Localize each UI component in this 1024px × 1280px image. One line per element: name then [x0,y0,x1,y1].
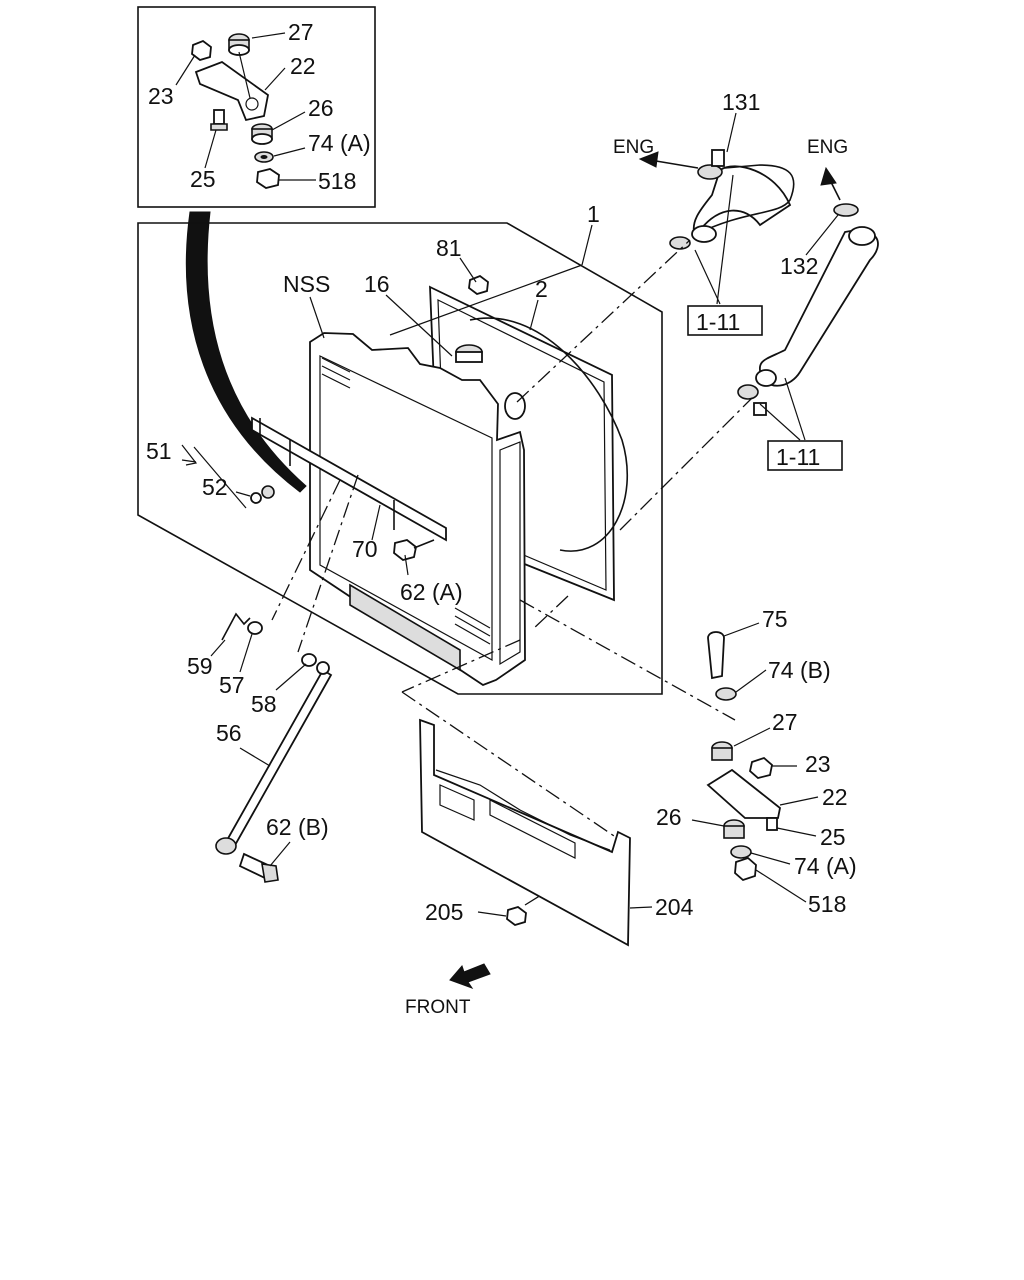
radiator-side-tank [499,441,521,666]
inset-frame [137,6,376,208]
callout-62b: 62 (B) [266,814,329,840]
clamp-lower-lower [737,384,759,400]
callout-23-inset: 23 [148,83,174,109]
nut-23-inset [191,39,212,61]
upper-hose [692,165,792,238]
callout-518-inset: 518 [318,168,356,194]
radiator-bottom-fins [349,583,461,672]
ref-box-upper-label: 1-11 [696,309,740,335]
washer-74b [715,687,737,701]
upper-hose-end [691,225,717,243]
nut-518-inset [256,168,280,189]
callout-74a-inset: 74 (A) [308,130,371,156]
bolt-75 [707,631,725,680]
engine-direction-arrows: ENG ENG [613,137,848,201]
callout-518: 518 [808,891,846,917]
callout-204: 204 [655,894,694,920]
eng-label-right: ENG [807,137,848,158]
callout-25: 25 [820,824,846,850]
pin-59 [221,612,251,641]
nut-518 [734,856,757,882]
callout-74a: 74 (A) [794,853,857,879]
callout-23: 23 [805,751,831,777]
front-indicator: FRONT [405,963,491,1018]
callout-25-inset: 25 [190,166,216,192]
lower-hose-end [848,226,876,246]
front-label: FRONT [405,997,471,1018]
nut-23 [749,756,773,779]
reference-boxes: 1-11 1-11 [687,174,843,471]
callout-26: 26 [656,804,682,830]
callout-labels: 131 132 1 81 2 16 NSS 51 52 70 62 (A) 59… [146,89,857,925]
bolt-25-inset [213,109,225,125]
arrow-icon [638,151,659,168]
ref-box-lower-label: 1-11 [776,444,820,470]
callout-51: 51 [146,438,172,464]
callout-131: 131 [722,89,760,115]
callout-52: 52 [202,474,228,500]
eng-arrow-left-line [649,159,699,169]
callout-58: 58 [251,691,277,717]
callout-22-inset: 22 [290,53,316,79]
clamp-131 [697,164,723,180]
assembly-frame [137,222,663,695]
clamp-upper-lower [669,236,691,250]
callout-nss: NSS [283,271,330,297]
clamp-132 [833,203,859,217]
leader-lines [181,112,839,917]
callout-1: 1 [587,201,600,227]
callout-27: 27 [772,709,798,735]
right-mount-parts [706,631,781,882]
washer-74a [730,845,752,859]
washer-57 [247,621,263,635]
callout-205: 205 [425,899,463,925]
bolt-62a [393,539,417,561]
callout-16: 16 [364,271,390,297]
lower-hose [758,229,879,387]
inset-pointer-arrow [185,211,307,493]
callout-59: 59 [187,653,213,679]
bolt-205 [506,906,527,926]
arrow-icon [820,166,837,186]
callout-56: 56 [216,720,242,746]
radiator-core-face [319,355,493,662]
bracket-70 [251,416,447,542]
hoses [669,149,879,416]
callout-62a: 62 (A) [400,579,463,605]
eng-label-left: ENG [613,137,654,158]
bolt-52 [261,485,275,499]
callout-27-inset: 27 [288,19,314,45]
callout-26-inset: 26 [308,95,334,121]
callout-57: 57 [219,672,245,698]
inset-detail: 27 22 23 26 74 (A) 25 518 [137,6,376,208]
callout-132: 132 [780,253,818,279]
callout-74b: 74 (B) [768,657,831,683]
shroud-ring [469,317,629,552]
bolt-25 [766,817,778,831]
callout-2: 2 [535,276,548,302]
washer-58 [301,653,317,667]
ref-box-lower [767,440,843,471]
callout-22: 22 [822,784,848,810]
arrow-left-down-icon [449,963,491,989]
ref-box-upper [687,305,763,336]
callout-70: 70 [352,536,378,562]
callout-75: 75 [762,606,788,632]
callout-81: 81 [436,235,462,261]
lower-panel-204 [419,718,631,947]
bracket-22 [706,768,781,819]
stay-rod-assembly [181,444,333,883]
bracket-22-inset [194,60,269,122]
nut-81 [468,274,489,295]
